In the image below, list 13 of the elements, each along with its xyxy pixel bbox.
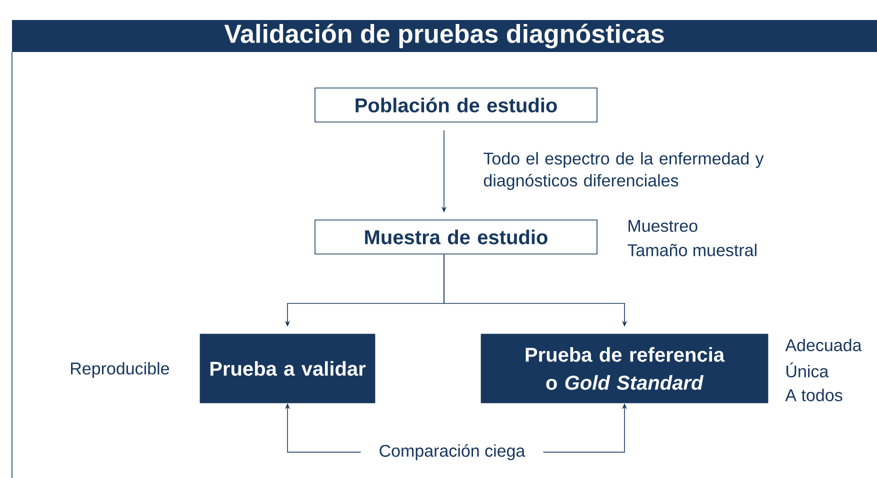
- edge-label: Todo el espectro de la enfermedad y diagnósticos diferenciales: [484, 152, 764, 190]
- outlined-box: Población de estudio: [314, 88, 598, 122]
- side-note: Adecuada: [785, 338, 862, 352]
- side-note: Muestreo: [628, 220, 698, 232]
- edge-label: Comparación ciega: [380, 444, 526, 460]
- outlined-box: Muestra de estudio: [314, 220, 598, 254]
- side-note: Única: [786, 362, 829, 378]
- title-bar: Validación de pruebas diagnósticas: [12, 20, 877, 52]
- filled-box: Prueba de referencia o Gold Standard: [480, 334, 768, 404]
- filled-box: Prueba a validar: [200, 334, 376, 404]
- side-note: A todos: [785, 388, 842, 402]
- side-note: Tamaño muestral: [628, 244, 756, 256]
- side-note: Reproducible: [71, 362, 170, 378]
